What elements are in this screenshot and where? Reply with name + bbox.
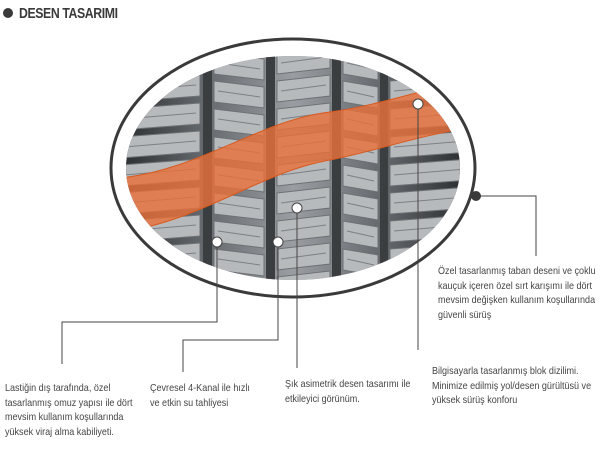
- tread-sipe: [124, 281, 196, 287]
- tread-sipe: [346, 230, 375, 238]
- marker-block: [412, 98, 424, 110]
- marker-channel: [272, 236, 284, 248]
- tread-sipe: [393, 168, 460, 176]
- tread-sipe: [126, 140, 197, 148]
- tread-sipe: [346, 174, 375, 182]
- tread-sipe: [126, 56, 197, 64]
- leader-lines: [61, 104, 537, 372]
- tread-sipe: [217, 202, 261, 210]
- tread-sipe: [217, 230, 261, 238]
- tread-sipe: [393, 56, 460, 64]
- tread-sipe: [217, 90, 261, 98]
- tread-sipe: [280, 84, 327, 92]
- marker-asymmetric: [291, 202, 303, 214]
- marker-shoulder: [211, 236, 223, 248]
- marker-compound: [471, 191, 481, 201]
- caption-compound: Özel tasarlanmış taban deseni ve çoklu k…: [438, 265, 596, 321]
- caption-block: Bilgisayarla tasarlanmış blok dizilimi. …: [432, 365, 592, 406]
- header-bullet-icon: [3, 8, 13, 18]
- tread-block: [276, 270, 331, 280]
- section-title: DESEN TASARIMI: [19, 4, 118, 22]
- tread-sipe: [346, 202, 375, 210]
- tread-sipe: [280, 56, 327, 64]
- groove-4: [380, 56, 388, 280]
- tread-sipe: [217, 118, 261, 126]
- caption-channel: Çevresel 4-Kanal ile hızlı ve etkin su t…: [150, 382, 250, 409]
- section-header: DESEN TASARIMI: [0, 3, 139, 23]
- caption-asymmetric: Şık asimetrik desen tasarımı ile etkiley…: [285, 378, 411, 405]
- tread-sipe: [346, 258, 375, 266]
- tread-sipe: [346, 90, 375, 98]
- tread-sipe: [393, 140, 460, 148]
- orange-band: [126, 79, 460, 233]
- tread-sipe: [217, 258, 261, 266]
- groove-3: [332, 56, 341, 280]
- tread-sipe: [280, 252, 327, 260]
- caption-shoulder: Lastiğin dış tarafında, özel tasarlanmış…: [5, 382, 133, 438]
- tread-sipe: [280, 224, 327, 232]
- tread-sipe: [280, 196, 327, 204]
- tread-sipe: [280, 168, 327, 176]
